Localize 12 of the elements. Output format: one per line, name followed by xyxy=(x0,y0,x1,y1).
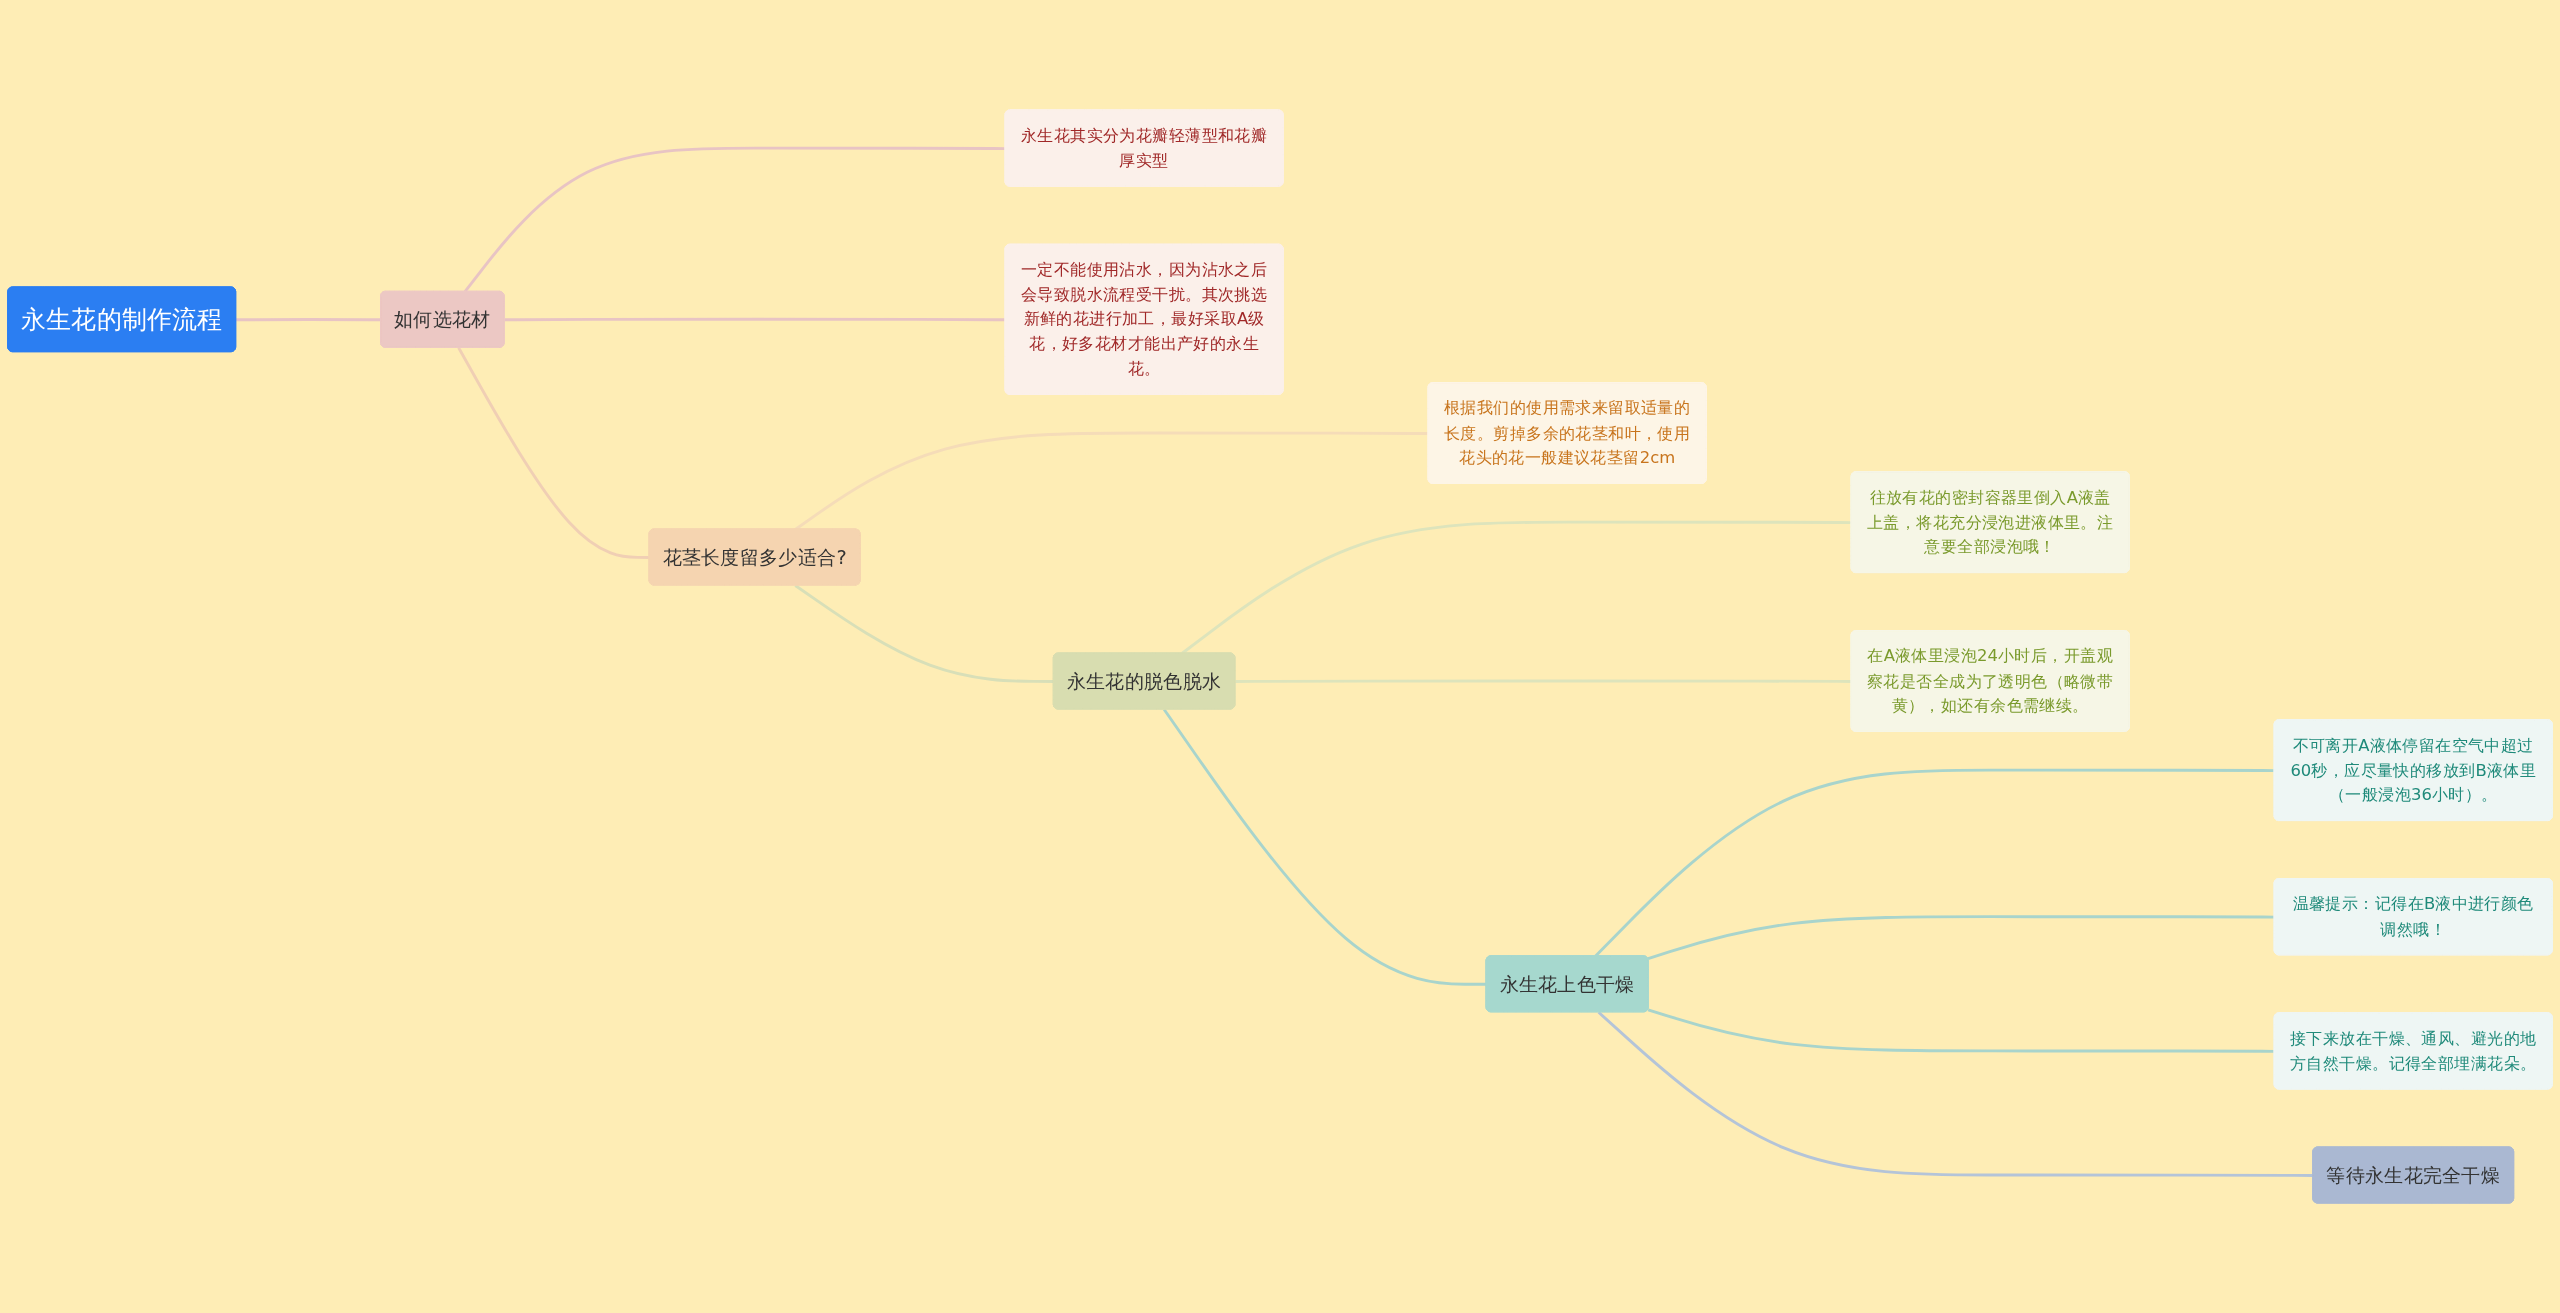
connector xyxy=(1597,1011,2314,1177)
connector xyxy=(1647,1008,2275,1053)
connector xyxy=(1235,679,1852,683)
connector xyxy=(463,146,1006,293)
connector xyxy=(1163,708,1487,986)
connector xyxy=(457,347,650,559)
connector xyxy=(794,584,1054,683)
connector xyxy=(236,318,381,322)
connector xyxy=(1181,520,1852,655)
connector xyxy=(504,317,1006,322)
connector xyxy=(1647,915,2275,961)
connector xyxy=(794,431,1429,531)
